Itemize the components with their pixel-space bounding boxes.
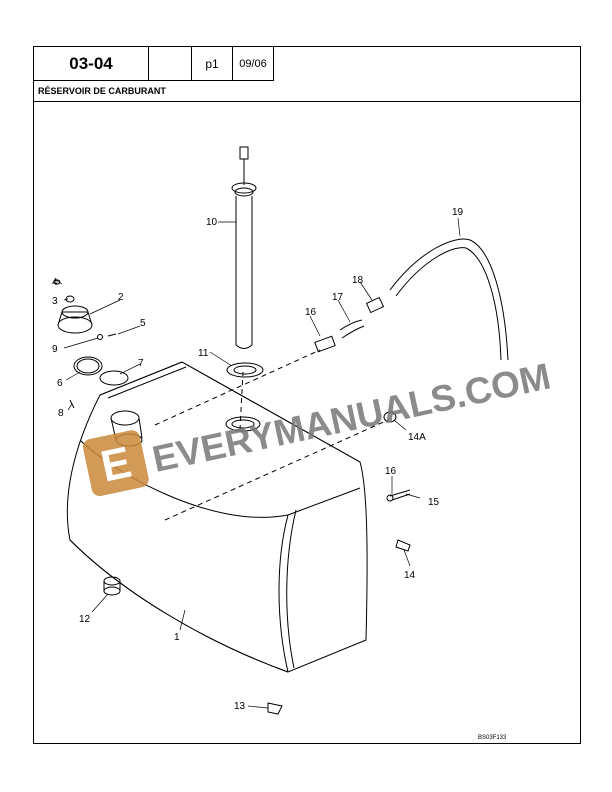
callout-19: 18	[352, 275, 364, 286]
callout-13: 13	[234, 701, 246, 712]
fuel-cap	[53, 279, 117, 340]
callout-18: 17	[332, 292, 344, 303]
callout-8: 8	[58, 408, 64, 419]
header-table: 03-04 p1 09/06	[33, 46, 274, 81]
callout-3: 3	[52, 296, 58, 307]
callout-15: 15	[428, 497, 440, 508]
hose-adapter	[314, 335, 336, 353]
watermark: E EVERYMANUALS.COM	[82, 355, 552, 497]
callout-labels: 10 11 4 3 2 5 9 6 7 8 16 17 18 19 14A 15…	[52, 207, 464, 712]
callout-7: 7	[138, 358, 144, 369]
gasket	[226, 362, 264, 378]
watermark-text: EVERYMANUALS.COM	[149, 355, 552, 479]
watermark-logo	[82, 430, 149, 497]
callout-12: 12	[79, 614, 91, 625]
callout-14: 14	[404, 570, 416, 581]
revision-date: 09/06	[232, 46, 274, 81]
drawing-code: BS03F133	[478, 735, 507, 741]
short-hose	[339, 319, 365, 339]
clamp-ring	[99, 370, 129, 386]
callout-1: 1	[174, 632, 180, 643]
callout-11: 11	[198, 348, 209, 359]
callout-4: 4	[52, 277, 58, 288]
bolt	[389, 489, 411, 501]
callout-2: 2	[118, 292, 124, 303]
diagram-title: RÉSERVOIR DE CARBURANT	[33, 80, 581, 102]
seal-ring	[73, 356, 103, 376]
assembly-lines	[154, 349, 389, 521]
elbow-fitting	[395, 539, 411, 552]
vent-hose	[389, 238, 509, 361]
callout-leaders	[55, 217, 461, 709]
drain-fitting	[267, 702, 283, 715]
callout-10: 10	[206, 217, 218, 228]
page-frame	[33, 46, 581, 744]
callout-14A: 14A	[408, 432, 426, 443]
plug-cap	[383, 411, 397, 423]
callout-20: 19	[452, 207, 464, 218]
callout-16: 16	[385, 466, 397, 477]
callout-17: 16	[305, 307, 317, 318]
vent-valve	[365, 296, 385, 314]
callout-5: 5	[140, 318, 146, 329]
fuel-gauge-sender	[231, 146, 257, 349]
callout-6: 6	[57, 378, 63, 389]
callout-9: 9	[52, 344, 58, 355]
